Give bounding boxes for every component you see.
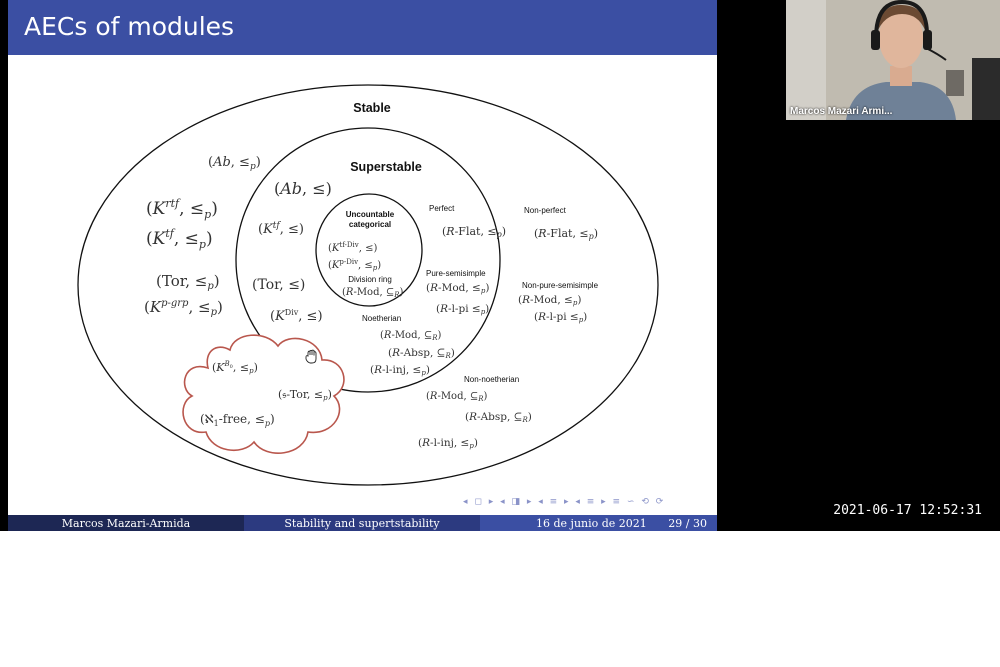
- noetherian-label: Noetherian: [362, 314, 401, 323]
- non-perfect-label: Non-perfect: [524, 206, 567, 215]
- uc-class-kpdiv: (Kp-Div, ≤p): [328, 258, 381, 272]
- superstable-label: Superstable: [350, 160, 422, 174]
- slide-header: AECs of modules: [8, 0, 717, 55]
- uncountable-label-line1: Uncountable: [346, 210, 395, 219]
- superstable-class-ab: (Ab, ≤): [274, 179, 332, 198]
- footer-talk-title: Stability and supertstability: [244, 515, 480, 531]
- superstable-class-kdiv: (KDiv, ≤): [270, 308, 323, 324]
- cloud-shape: [182, 334, 345, 454]
- stable-class-ab: (Ab, ≤p): [208, 155, 261, 172]
- stable-class-krtf: (Krtf, ≤p): [146, 197, 218, 221]
- footer-date: 16 de junio de 2021: [536, 516, 647, 530]
- uncountable-categorical-ellipse: [315, 193, 423, 307]
- non-pure-ss-class-mod: (R-Mod, ≤p): [518, 294, 581, 307]
- stable-label: Stable: [353, 101, 391, 115]
- pure-semisimple-label: Pure-semisimple: [426, 269, 486, 278]
- cloud-class-aleph1free: (ℵ1-free, ≤p): [200, 412, 275, 428]
- footer-author: Marcos Mazari-Armida: [8, 515, 244, 531]
- footer-date-page: 16 de junio de 2021 29 / 30: [480, 515, 717, 531]
- slide-footer: Marcos Mazari-Armida Stability and super…: [8, 515, 717, 531]
- stable-class-ktf: (Ktf, ≤p): [146, 227, 213, 251]
- perfect-label: Perfect: [429, 204, 455, 213]
- noetherian-class-linj: (R-l-inj, ≤p): [370, 364, 430, 377]
- stable-class-kpgrp: (Kp-grp, ≤p): [144, 298, 223, 318]
- presentation-slide: AECs of modules Stable Superstable Uncou…: [8, 0, 717, 531]
- non-noetherian-class-mod: (R-Mod, ⊆R): [426, 391, 488, 403]
- module-classes-diagram: Stable Superstable Uncountable categoric…: [77, 84, 659, 486]
- cloud-class-stor: (𝔰-Tor, ≤p): [278, 388, 332, 402]
- non-pure-ss-class-lpi: (R-l-pi ≤p): [534, 311, 587, 324]
- screen-share-area: AECs of modules Stable Superstable Uncou…: [0, 0, 1000, 531]
- slide-title: AECs of modules: [24, 12, 235, 41]
- non-noetherian-class-linj: (R-l-inj, ≤p): [418, 437, 478, 450]
- non-pure-semisimple-label: Non-pure-semisimple: [522, 281, 599, 290]
- uc-class-ktfdiv: (Ktf-Div, ≤): [328, 241, 377, 254]
- division-ring-label: Division ring: [348, 275, 392, 284]
- participant-name: Marcos Mazari Armi...: [790, 106, 893, 117]
- participant-video-tile[interactable]: Marcos Mazari Armi...: [786, 0, 1000, 120]
- superstable-class-ktf: (Ktf, ≤): [258, 221, 304, 237]
- noetherian-class-mod: (R-Mod, ⊆R): [380, 330, 442, 342]
- non-noetherian-class-absp: (R-Absp, ⊆R): [465, 411, 532, 424]
- participant-video-feed: [786, 0, 1000, 120]
- beamer-navigation-symbols[interactable]: ◂ ◻ ▸ ◂ ◨ ▸ ◂ ≡ ▸ ◂ ≡ ▸ ≡ ∽ ⟲ ⟳: [463, 497, 666, 507]
- stable-class-tor: (Tor, ≤p): [156, 272, 220, 292]
- pure-ss-class-mod: (R-Mod, ≤p): [426, 282, 489, 295]
- grab-hand-icon: [305, 349, 317, 364]
- recording-timestamp: 2021-06-17 12:52:31: [833, 503, 982, 518]
- cloud-class-kb0: (KB0, ≤p): [212, 360, 258, 375]
- uncountable-label-line2: categorical: [349, 220, 391, 229]
- stable-ellipse: [77, 84, 659, 486]
- footer-page-number: 29 / 30: [668, 516, 707, 530]
- pure-ss-class-lpi: (R-l-pi ≤p): [436, 303, 489, 316]
- perfect-class-flat: (R-Flat, ≤p): [442, 225, 506, 239]
- superstable-class-tor: (Tor, ≤): [252, 277, 305, 293]
- division-ring-class: (R-Mod, ⊆R): [342, 287, 404, 299]
- non-perfect-class-flat: (R-Flat, ≤p): [534, 227, 598, 241]
- noetherian-class-absp: (R-Absp, ⊆R): [388, 347, 455, 360]
- superstable-circle: [235, 127, 501, 393]
- non-noetherian-label: Non-noetherian: [464, 375, 519, 384]
